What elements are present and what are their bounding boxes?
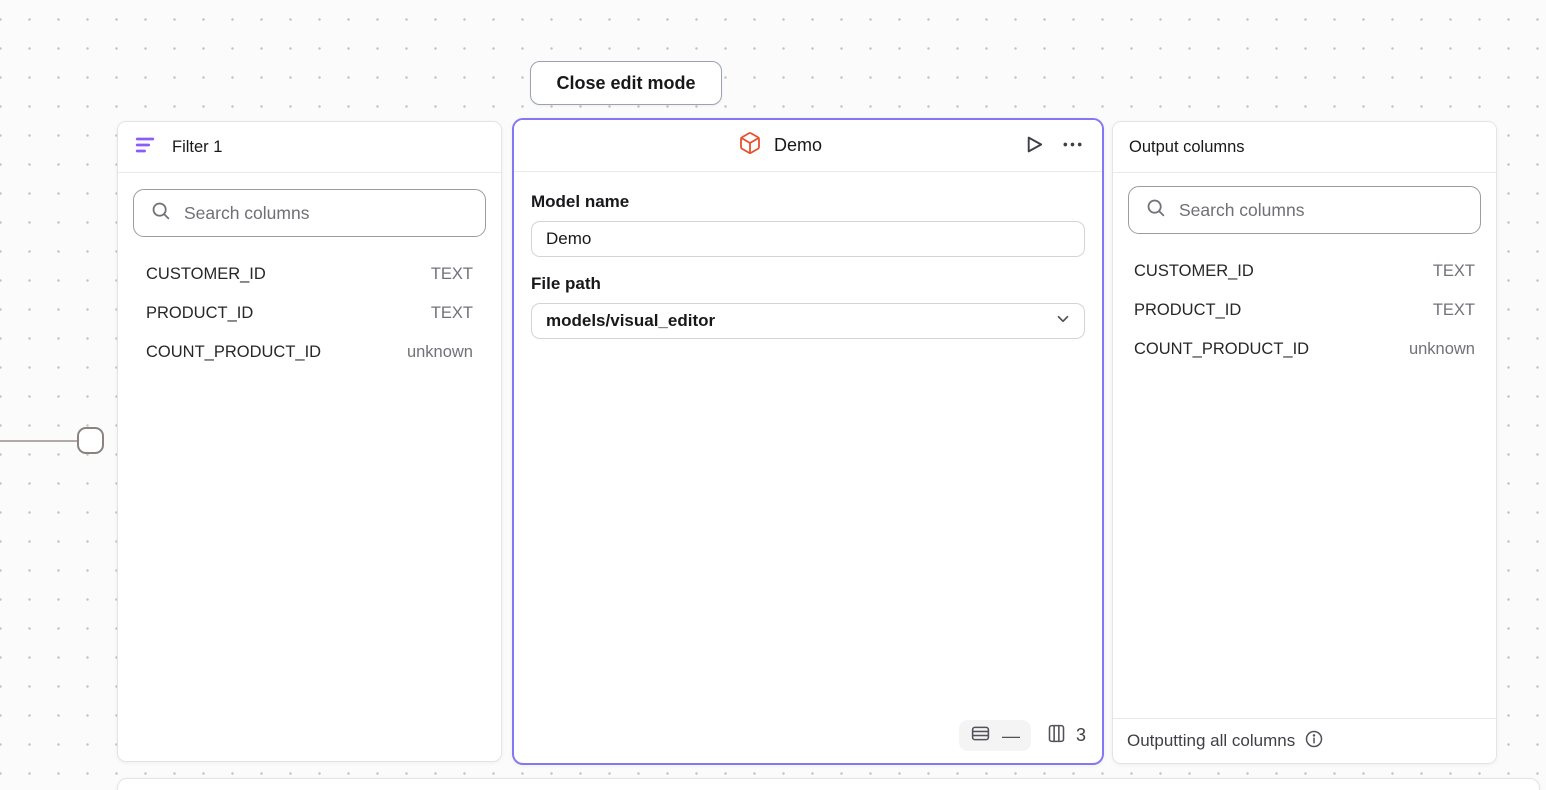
more-options-button[interactable] bbox=[1061, 133, 1084, 159]
file-path-label: File path bbox=[531, 274, 601, 293]
connector-edge bbox=[0, 440, 92, 442]
close-edit-mode-button[interactable]: Close edit mode bbox=[530, 61, 722, 105]
bottom-partial-panel[interactable] bbox=[117, 778, 1540, 790]
ellipsis-icon bbox=[1061, 133, 1084, 159]
connector-handle[interactable] bbox=[77, 427, 104, 454]
info-icon[interactable] bbox=[1304, 729, 1324, 754]
column-name: COUNT_PRODUCT_ID bbox=[1134, 340, 1310, 358]
model-name-label: Model name bbox=[531, 192, 630, 211]
column-type: TEXT bbox=[430, 265, 473, 283]
column-type: unknown bbox=[1408, 340, 1475, 358]
column-type: TEXT bbox=[1432, 262, 1475, 280]
column-row[interactable]: PRODUCT_ID TEXT bbox=[1113, 291, 1496, 330]
output-panel-footer: Outputting all columns bbox=[1113, 718, 1496, 763]
column-type: unknown bbox=[406, 343, 473, 361]
output-panel-title: Output columns bbox=[1129, 137, 1245, 156]
column-row[interactable]: COUNT_PRODUCT_ID unknown bbox=[1113, 330, 1496, 369]
filter-search-input[interactable] bbox=[184, 202, 469, 224]
output-search-input[interactable] bbox=[1179, 199, 1464, 221]
column-row[interactable]: CUSTOMER_ID TEXT bbox=[1113, 252, 1496, 291]
file-path-select[interactable]: models/visual_editor bbox=[531, 303, 1085, 339]
search-icon bbox=[1145, 197, 1166, 223]
filter-icon bbox=[134, 134, 156, 161]
column-name: CUSTOMER_ID bbox=[146, 265, 266, 283]
model-name-input[interactable] bbox=[531, 221, 1085, 257]
filter-search-box[interactable] bbox=[133, 189, 486, 237]
chevron-down-icon bbox=[1054, 310, 1072, 333]
column-type: TEXT bbox=[430, 304, 473, 322]
filter-node-panel[interactable]: Filter 1 CUSTOMER_ID TEXT PRODUCT_ID bbox=[117, 121, 502, 762]
run-model-button[interactable] bbox=[1022, 133, 1045, 159]
output-column-list: CUSTOMER_ID TEXT PRODUCT_ID TEXT COUNT_P… bbox=[1113, 248, 1496, 369]
column-count-value: 3 bbox=[1075, 725, 1086, 745]
row-count-value: — bbox=[1001, 725, 1020, 746]
model-panel-title: Demo bbox=[773, 135, 822, 155]
outputting-all-columns-text: Outputting all columns bbox=[1127, 731, 1296, 750]
search-icon bbox=[150, 200, 171, 226]
column-type: TEXT bbox=[1432, 301, 1475, 319]
column-name: PRODUCT_ID bbox=[146, 304, 254, 322]
output-search-box[interactable] bbox=[1128, 186, 1481, 234]
file-path-value: models/visual_editor bbox=[546, 311, 716, 330]
column-name: PRODUCT_ID bbox=[1134, 301, 1242, 319]
filter-panel-title: Filter 1 bbox=[172, 137, 223, 156]
column-row[interactable]: COUNT_PRODUCT_ID unknown bbox=[118, 333, 501, 372]
table-rows-icon bbox=[970, 723, 991, 749]
model-header-actions bbox=[1022, 120, 1084, 171]
column-name: CUSTOMER_ID bbox=[1134, 262, 1254, 280]
output-columns-panel[interactable]: Output columns CUSTOMER_ID TEXT PRODUCT_… bbox=[1112, 121, 1497, 764]
filter-panel-header: Filter 1 bbox=[118, 122, 501, 173]
model-panel-body: Model name File path models/visual_edito… bbox=[514, 172, 1102, 339]
output-panel-header: Output columns bbox=[1113, 122, 1496, 173]
model-footer-stats: — 3 bbox=[958, 720, 1086, 751]
column-name: COUNT_PRODUCT_ID bbox=[146, 343, 322, 361]
column-row[interactable]: PRODUCT_ID TEXT bbox=[118, 294, 501, 333]
play-icon bbox=[1022, 133, 1045, 159]
model-title-group: Demo bbox=[738, 131, 822, 160]
row-count-badge[interactable]: — bbox=[958, 720, 1031, 751]
model-panel-header: Demo bbox=[514, 120, 1102, 172]
model-cube-icon bbox=[738, 131, 762, 160]
column-count-badge[interactable]: 3 bbox=[1046, 723, 1086, 749]
model-node-panel[interactable]: Demo bbox=[512, 118, 1104, 765]
filter-column-list: CUSTOMER_ID TEXT PRODUCT_ID TEXT COUNT_P… bbox=[118, 251, 501, 372]
table-columns-icon bbox=[1046, 723, 1067, 749]
column-row[interactable]: CUSTOMER_ID TEXT bbox=[118, 255, 501, 294]
